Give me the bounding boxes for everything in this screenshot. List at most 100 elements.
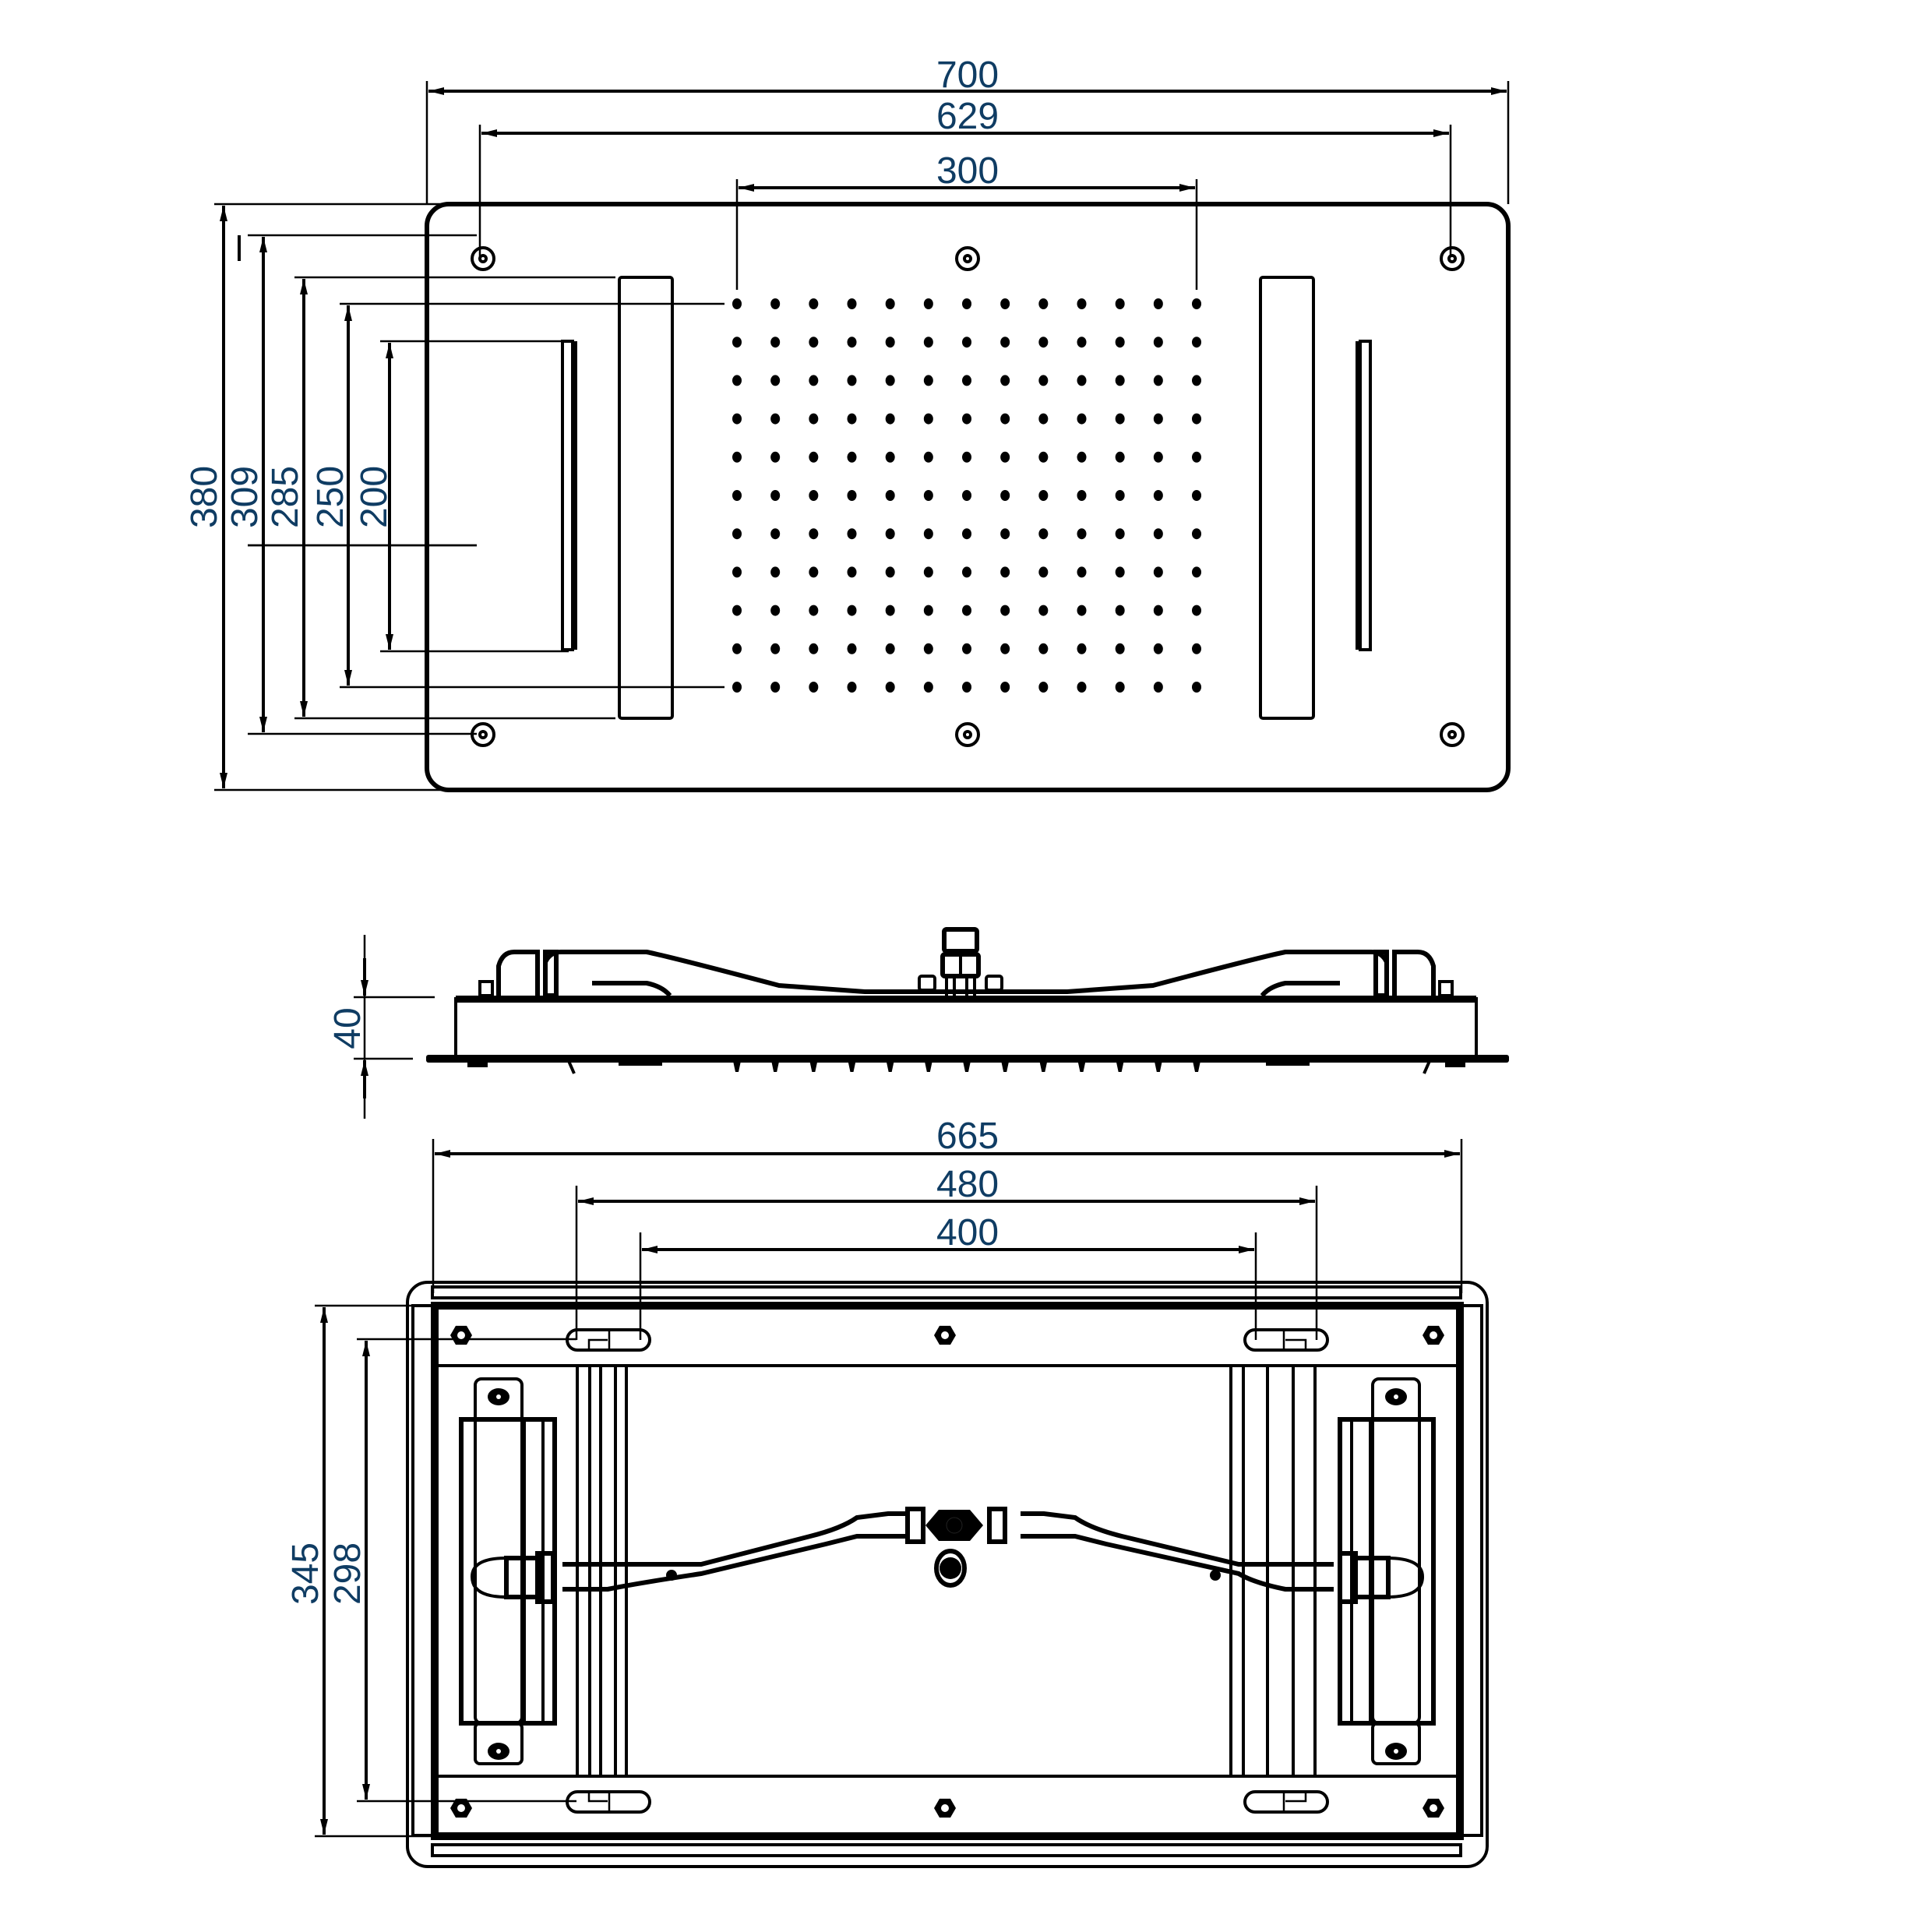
- nozzle-icon: [1038, 298, 1049, 309]
- slot-bracket-top-left: [566, 1328, 651, 1352]
- nozzle-icon: [809, 682, 819, 693]
- dim-frame-width: 665: [432, 1116, 1463, 1293]
- nozzle-icon: [809, 337, 819, 348]
- nozzle-icon: [923, 566, 933, 578]
- mount-hole-icon: [955, 246, 980, 271]
- nozzle-icon: [770, 413, 781, 425]
- nozzle-icon: [962, 451, 971, 463]
- right-light-panel: [1259, 276, 1315, 720]
- nozzle-icon: [1000, 413, 1010, 425]
- nozzle-icon: [1153, 375, 1163, 386]
- nozzle-icon: [1192, 451, 1201, 463]
- top-view: 700 629 300 380 309: [184, 55, 1511, 792]
- nozzle-icon: [809, 451, 819, 463]
- slot-bracket-top-right: [1243, 1328, 1329, 1352]
- nozzle-icon: [1153, 643, 1163, 654]
- side-nozzles: [733, 1061, 1200, 1072]
- nozzle-icon: [923, 605, 933, 616]
- side-nozzle-icon: [771, 1061, 780, 1072]
- nozzle-icon: [1153, 605, 1163, 616]
- nozzle-icon: [1153, 298, 1163, 309]
- dim-480-label: 480: [936, 1164, 999, 1205]
- dim-mount-hole-spacing-height: 309: [224, 234, 477, 735]
- nozzle-icon: [962, 490, 971, 501]
- nozzle-icon: [1000, 528, 1010, 540]
- nozzle-grid: [732, 298, 1201, 693]
- left-hose: [543, 950, 966, 994]
- nozzle-icon: [1038, 490, 1049, 501]
- nozzle-icon: [732, 605, 742, 616]
- nozzle-icon: [1192, 566, 1201, 578]
- dim-40-label: 40: [327, 1007, 368, 1049]
- dim-629-label: 629: [936, 96, 999, 137]
- right-cascade-outlet: [1356, 340, 1372, 651]
- nozzle-icon: [847, 528, 857, 540]
- nozzle-icon: [847, 413, 857, 425]
- nozzle-icon: [962, 337, 971, 348]
- nozzle-icon: [1115, 490, 1125, 501]
- dim-frame-height: 345: [285, 1304, 452, 1838]
- nozzle-icon: [770, 566, 781, 578]
- nozzle-icon: [847, 682, 857, 693]
- nozzle-icon: [1038, 337, 1049, 348]
- nozzle-icon: [1077, 643, 1087, 654]
- nozzle-icon: [1000, 298, 1010, 309]
- side-nozzle-icon: [1001, 1061, 1010, 1072]
- hex-nut-icon: [450, 1798, 472, 1818]
- left-elbow-fitting: [478, 950, 559, 998]
- nozzle-icon: [1038, 682, 1049, 693]
- nozzle-icon: [923, 528, 933, 540]
- nozzle-icon: [1077, 375, 1087, 386]
- side-nozzle-icon: [1154, 1061, 1162, 1072]
- nozzle-icon: [1192, 528, 1201, 540]
- left-supply-pipe: [562, 1511, 910, 1592]
- dim-cascade-inner-height: 200: [354, 340, 569, 653]
- nozzle-icon: [1000, 643, 1010, 654]
- hex-nut-icon: [450, 1325, 472, 1345]
- nozzle-icon: [847, 375, 857, 386]
- nozzle-icon: [962, 605, 971, 616]
- mount-hole-icon: [471, 722, 495, 747]
- nozzle-icon: [1192, 682, 1201, 693]
- nozzle-icon: [1153, 682, 1163, 693]
- nozzle-icon: [732, 451, 742, 463]
- nozzle-icon: [732, 643, 742, 654]
- nozzle-icon: [1115, 643, 1125, 654]
- mount-hole-icon: [471, 246, 495, 271]
- housing-body: [454, 997, 1478, 1059]
- nozzle-icon: [1038, 643, 1049, 654]
- nozzle-icon: [923, 413, 933, 425]
- right-elbow: [1338, 1551, 1425, 1604]
- center-inlet-port: [934, 1549, 967, 1588]
- mount-hole-icon: [1440, 246, 1465, 271]
- nozzle-icon: [809, 566, 819, 578]
- nozzle-icon: [923, 490, 933, 501]
- side-nozzle-icon: [733, 1061, 741, 1072]
- bottom-view: 665 480 400 345 298: [285, 1116, 1489, 1868]
- nozzle-icon: [1153, 490, 1163, 501]
- nozzle-icon: [1038, 375, 1049, 386]
- nozzle-icon: [885, 605, 895, 616]
- nozzle-icon: [962, 298, 971, 309]
- nozzle-icon: [1192, 490, 1201, 501]
- nozzle-icon: [1153, 413, 1163, 425]
- nozzle-icon: [885, 643, 895, 654]
- nozzle-icon: [1038, 413, 1049, 425]
- nozzle-icon: [885, 413, 895, 425]
- dim-200-label: 200: [354, 466, 395, 528]
- dim-nozzle-field-width: 300: [735, 150, 1198, 290]
- nozzle-icon: [923, 451, 933, 463]
- nozzle-icon: [1115, 413, 1125, 425]
- nozzle-icon: [770, 643, 781, 654]
- left-rails: [576, 1367, 628, 1775]
- nozzle-icon: [923, 682, 933, 693]
- dim-cascade-outer-height: 285: [265, 276, 615, 720]
- nozzle-icon: [1115, 528, 1125, 540]
- dim-250-label: 250: [310, 466, 351, 528]
- nozzle-icon: [1192, 375, 1201, 386]
- dim-380-label: 380: [184, 466, 225, 528]
- nozzle-icon: [923, 337, 933, 348]
- shower-plate-outline: [425, 202, 1511, 792]
- nozzle-icon: [809, 643, 819, 654]
